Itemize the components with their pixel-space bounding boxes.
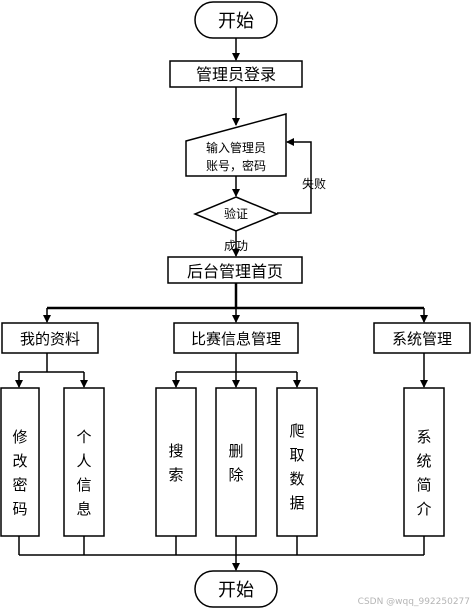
char: 密 [12, 476, 27, 494]
admin-home-label: 后台管理首页 [187, 262, 283, 281]
arrow-fail-loop [277, 138, 312, 214]
fail-label: 失败 [302, 176, 326, 191]
admin-home-node: 后台管理首页 [167, 256, 303, 284]
start-node: 开始 [194, 1, 278, 39]
start-label: 开始 [218, 11, 254, 32]
system-label: 系统管理 [392, 330, 452, 348]
char: 修 [12, 428, 27, 446]
char: 码 [12, 500, 27, 518]
char: 索 [168, 466, 183, 484]
match-info-node: 比赛信息管理 [173, 322, 299, 354]
char: 统 [416, 452, 431, 470]
verify-node: 验证 [193, 196, 279, 232]
char: 个 [76, 428, 91, 446]
end-node: 开始 [194, 570, 278, 608]
char: 搜 [168, 442, 183, 460]
char: 简 [416, 476, 431, 494]
my-info-node: 我的资料 [1, 322, 99, 354]
input-line-1: 输入管理员 [206, 140, 266, 155]
connector-lines [15, 38, 428, 571]
char: 据 [289, 494, 304, 512]
char: 息 [76, 500, 91, 518]
input-credentials-node: 输入管理员 账号，密码 [185, 113, 287, 177]
input-line-2: 账号，密码 [206, 158, 266, 173]
success-label: 成功 [224, 239, 248, 253]
admin-login-label: 管理员登录 [196, 65, 276, 84]
delete-node: 删 除 [215, 387, 257, 537]
system-intro-node: 系 统 简 介 [403, 387, 445, 537]
char: 删 [228, 442, 243, 460]
char: 人 [76, 452, 91, 470]
char: 取 [289, 446, 304, 464]
char: 除 [228, 466, 243, 484]
char: 改 [12, 452, 27, 470]
admin-login-node: 管理员登录 [169, 60, 303, 88]
char: 信 [76, 476, 91, 494]
personal-info-node: 个 人 信 息 [63, 387, 105, 537]
search-node: 搜 索 [155, 387, 197, 537]
end-label: 开始 [218, 580, 254, 601]
match-info-label: 比赛信息管理 [191, 330, 281, 348]
watermark: CSDN @wqq_992250277 [357, 597, 470, 607]
char: 爬 [289, 422, 304, 440]
change-password-node: 修 改 密 码 [0, 387, 40, 537]
char: 介 [416, 500, 431, 518]
verify-label: 验证 [224, 206, 248, 221]
crawl-data-node: 爬 取 数 据 [276, 387, 318, 537]
char: 系 [416, 428, 431, 446]
system-node: 系统管理 [373, 322, 471, 354]
my-info-label: 我的资料 [20, 330, 80, 348]
char: 数 [289, 470, 304, 488]
